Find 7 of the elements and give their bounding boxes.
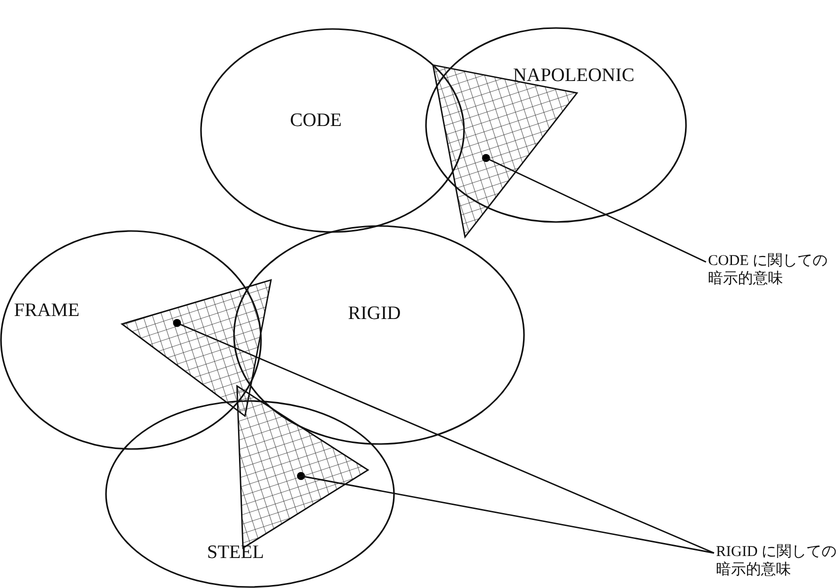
term-label: STEEL: [207, 542, 264, 564]
annotation-text: CODE に関しての暗示的意味: [708, 252, 829, 288]
annotation-text: RIGID に関しての暗示的意味: [716, 543, 838, 579]
term-label: FRAME: [14, 300, 80, 322]
term-label: CODE: [290, 110, 342, 132]
term-label: NAPOLEONIC: [513, 65, 634, 87]
term-label: RIGID: [348, 303, 401, 325]
